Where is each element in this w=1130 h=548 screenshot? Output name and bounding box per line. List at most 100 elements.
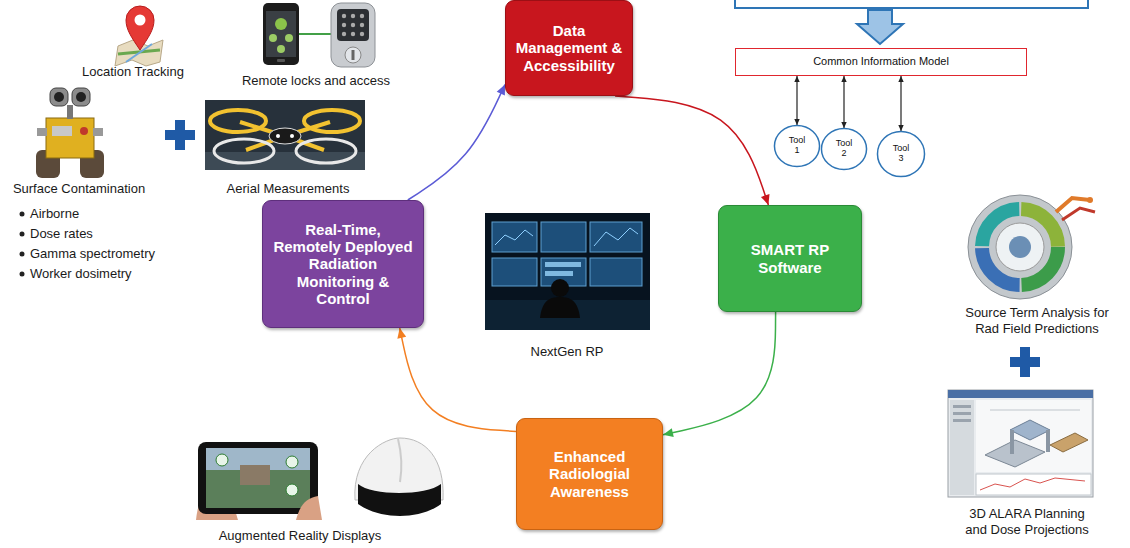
list-bullet: [20, 272, 25, 277]
icon-caption: Location Tracking: [58, 64, 208, 80]
source-term-wheel: [968, 195, 1095, 299]
arrow-head: [397, 328, 406, 339]
robot-illustration: [80, 127, 88, 135]
bullet-item: Airborne: [30, 206, 210, 222]
icon-caption: Surface Contamination: [4, 181, 154, 197]
block-arrow: [857, 10, 903, 44]
smartphone-icon: [263, 3, 299, 65]
augmented-reality-phone: [296, 496, 322, 520]
connector-line: [898, 76, 903, 131]
node-text: Tool 1: [786, 136, 808, 156]
robot-illustration: [52, 126, 72, 136]
robot-illustration: [72, 88, 90, 106]
control-room-photo: [594, 228, 638, 246]
list-bullet: [20, 252, 25, 257]
smart-lock-icon: [331, 3, 375, 67]
connector-line: [841, 76, 846, 128]
list-bullet: [20, 212, 25, 277]
alara-software-screenshot: [1010, 430, 1014, 454]
drone-photo: [296, 139, 356, 163]
alara-software-screenshot: [948, 390, 1093, 398]
image-caption: 3D ALARA Planning and Dose Projections: [961, 506, 1093, 537]
alara-software-screenshot: [1046, 430, 1050, 452]
smartphone-icon: [277, 59, 285, 62]
flow-arrow: [408, 84, 505, 200]
alara-software-screenshot: [953, 419, 971, 422]
system-box: [735, 0, 1088, 8]
robot-illustration: [50, 88, 68, 106]
bullet-item: Gamma spectrometry: [30, 246, 210, 262]
source-term-wheel: [996, 223, 1044, 271]
drone-photo: [205, 100, 365, 170]
smart-helmet: [355, 438, 443, 516]
augmented-reality-phone: [206, 448, 310, 508]
image-caption: Augmented Reality Displays: [200, 528, 400, 544]
smart-lock-icon: [351, 23, 355, 27]
arrow-head: [794, 119, 799, 125]
node-text: SMART RP Software: [727, 241, 853, 276]
process-box: Data Management & Accessibility: [505, 0, 633, 96]
alara-software-screenshot: [953, 405, 971, 408]
arrow-head: [497, 84, 505, 95]
source-term-wheel: [982, 209, 1058, 285]
smart-lock-icon: [342, 23, 346, 27]
ellipse-outline: [877, 131, 924, 176]
alara-software-screenshot: [950, 400, 974, 495]
arrow-head: [841, 76, 846, 82]
connector-path: [843, 76, 844, 128]
node-text: Data Management & Accessibility: [512, 22, 626, 74]
smart-lock-icon: [352, 50, 355, 60]
source-term-wheel: [1062, 208, 1095, 220]
robot-illustration: [67, 105, 73, 119]
augmented-reality-phone: [196, 442, 322, 520]
arrow-head: [841, 122, 846, 128]
location-pin-icon: [126, 6, 154, 50]
alara-software-screenshot: [948, 390, 1093, 497]
control-room-photo: [545, 271, 573, 276]
connector-path: [615, 96, 768, 205]
plus-sign: [1010, 357, 1040, 367]
source-term-wheel: [1087, 197, 1093, 203]
source-term-wheel: [1009, 236, 1031, 258]
alara-software-screenshot: [990, 410, 1080, 411]
control-room-photo: [545, 262, 581, 267]
control-room-photo: [540, 297, 580, 318]
process-box: Enhanced Radiologial Awareness: [516, 418, 663, 530]
smart-helmet: [398, 439, 401, 482]
drone-photo: [304, 110, 360, 132]
bullet-item: Dose rates: [30, 226, 210, 242]
connector-path: [408, 84, 505, 200]
node-text: Common Information Model: [813, 55, 949, 68]
plus-sign: [1010, 347, 1040, 377]
alara-software-screenshot: [980, 478, 1085, 490]
control-room-photo: [492, 258, 537, 286]
image-caption: Source Term Analysis for Rad Field Predi…: [960, 305, 1115, 336]
drone-photo: [210, 110, 266, 132]
arrow-head: [898, 76, 903, 82]
alara-software-screenshot: [953, 412, 971, 415]
location-pin-icon: [115, 6, 163, 66]
process-box: Real-Time, Remotely Deployed Radiation M…: [262, 200, 424, 328]
model-box: Common Information Model: [735, 48, 1027, 76]
control-room-photo: [485, 213, 650, 330]
smart-lock-icon: [342, 32, 346, 36]
flow-arrow: [663, 312, 776, 437]
smart-lock-icon: [351, 32, 355, 36]
robot-illustration: [36, 88, 104, 178]
tool-ellipse: Tool 2: [821, 128, 867, 170]
robot-illustration: [46, 118, 94, 158]
node-text: Tool 3: [890, 144, 912, 164]
wireless-link: [299, 34, 331, 35]
augmented-reality-phone: [286, 456, 298, 468]
alara-software-screenshot: [948, 390, 1093, 497]
control-room-photo: [485, 213, 650, 330]
augmented-reality-phone: [240, 465, 270, 485]
alara-software-screenshot: [985, 440, 1045, 467]
arrow-head: [898, 125, 903, 131]
tool-ellipse: Tool 1: [774, 125, 820, 167]
smartphone-icon: [263, 3, 299, 65]
list-bullet: [20, 232, 25, 237]
connector-path: [663, 312, 776, 435]
wireless-link: [299, 33, 331, 35]
